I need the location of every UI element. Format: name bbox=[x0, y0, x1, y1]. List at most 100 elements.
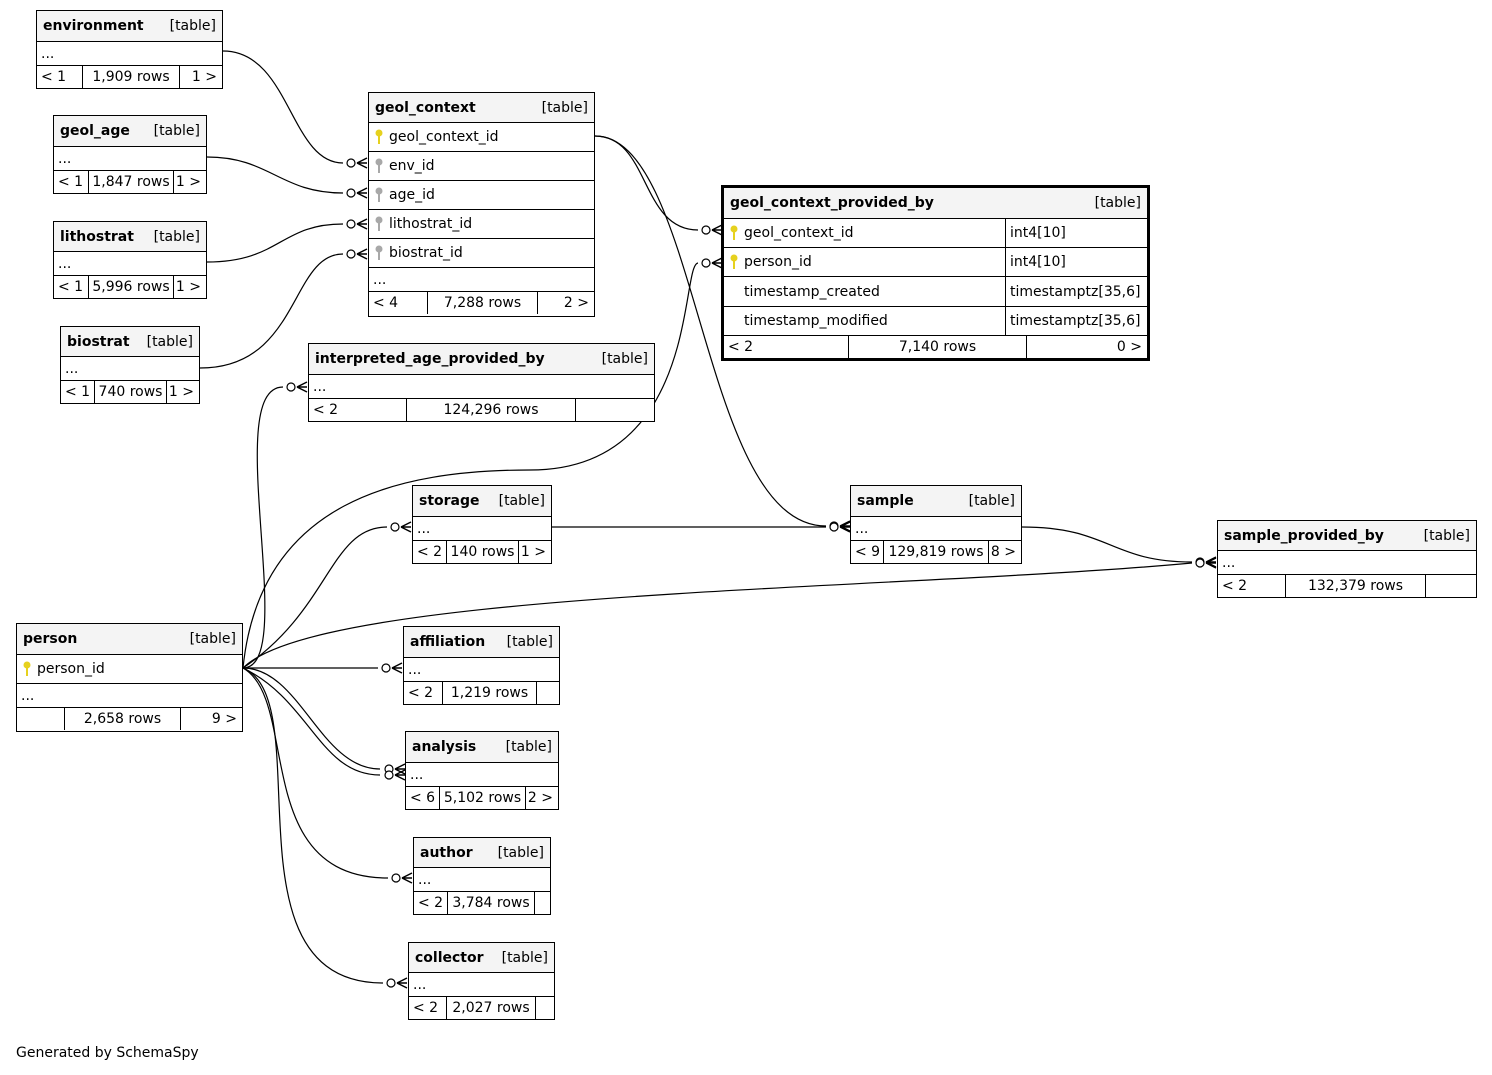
table-header: analysis [table] bbox=[406, 732, 558, 762]
crows-foot-marker bbox=[391, 662, 403, 674]
table-name: collector bbox=[415, 949, 484, 966]
columns-ellipsis: ... bbox=[61, 356, 199, 380]
crows-foot-marker bbox=[356, 218, 368, 230]
parents-count: < 1 bbox=[41, 69, 67, 85]
row-count: 124,296 rows bbox=[406, 399, 575, 421]
column-type: int4[10] bbox=[1005, 248, 1147, 276]
crows-foot-marker bbox=[296, 381, 308, 393]
row-count: 5,102 rows bbox=[439, 787, 525, 809]
optional-marker bbox=[701, 225, 711, 235]
primary-key-icon bbox=[369, 129, 389, 145]
columns-ellipsis: ... bbox=[1218, 550, 1476, 574]
columns-ellipsis: ... bbox=[54, 146, 206, 170]
optional-marker bbox=[346, 219, 356, 229]
parents-count: < 9 bbox=[855, 544, 881, 560]
crows-foot-marker bbox=[394, 769, 406, 781]
columns-ellipsis: ... bbox=[409, 972, 554, 996]
optional-marker bbox=[390, 522, 400, 532]
children-count: 1 > bbox=[173, 171, 206, 193]
table-kind: [table] bbox=[498, 493, 545, 509]
optional-marker bbox=[346, 158, 356, 168]
crows-foot-marker bbox=[356, 248, 368, 260]
crows-foot-marker bbox=[356, 157, 368, 169]
edge-storage-sample bbox=[552, 521, 851, 533]
column-person-id: person_id bbox=[17, 654, 242, 683]
table-name: geol_age bbox=[60, 123, 130, 139]
table-kind: [table] bbox=[505, 739, 552, 755]
table-header: person[table] bbox=[17, 624, 242, 654]
table-kind: [table] bbox=[541, 99, 588, 116]
table-name: analysis bbox=[412, 739, 477, 755]
table-name: lithostrat bbox=[60, 228, 134, 245]
optional-marker bbox=[381, 663, 391, 673]
children-count bbox=[575, 399, 654, 421]
row-count: 5,996 rows bbox=[88, 276, 173, 298]
parents-count: < 4 bbox=[373, 295, 399, 311]
table-interpreted-age-provided-by[interactable]: interpreted_age_provided_by[table] ... <… bbox=[308, 343, 655, 422]
edge-person-analysis-2 bbox=[242, 667, 406, 781]
table-header: interpreted_age_provided_by[table] bbox=[309, 344, 654, 374]
crows-foot-marker bbox=[394, 763, 406, 775]
crows-foot-marker bbox=[400, 521, 412, 533]
columns-ellipsis: ... bbox=[404, 657, 559, 681]
optional-marker bbox=[391, 873, 401, 883]
children-count: 1 > bbox=[518, 541, 551, 563]
parents-count: < 1 bbox=[58, 279, 84, 295]
row-count: 2,658 rows bbox=[64, 708, 180, 730]
column-biostrat-id: biostrat_id bbox=[369, 238, 594, 267]
children-count bbox=[536, 682, 559, 704]
table-header: lithostrat[table] bbox=[54, 222, 206, 251]
table-geol-context-provided-by[interactable]: geol_context_provided_by[table] geol_con… bbox=[721, 185, 1150, 361]
column-lithostrat-id: lithostrat_id bbox=[369, 209, 594, 238]
optional-marker bbox=[1195, 558, 1205, 568]
optional-marker bbox=[829, 522, 839, 532]
edge-sample-sample-provided-by bbox=[1021, 526, 1217, 568]
table-name: storage bbox=[419, 493, 480, 509]
edge-person-analysis-1 bbox=[242, 667, 406, 775]
table-header: collector[table] bbox=[409, 943, 554, 972]
primary-key-icon bbox=[17, 661, 37, 677]
children-count: 9 > bbox=[180, 708, 242, 730]
parents-count: < 2 bbox=[313, 402, 339, 418]
generated-by-label: Generated by SchemaSpy bbox=[16, 1045, 199, 1061]
optional-marker bbox=[286, 382, 296, 392]
table-name: biostrat bbox=[67, 333, 130, 350]
table-name: interpreted_age_provided_by bbox=[315, 351, 545, 367]
parents-count: < 2 bbox=[418, 895, 444, 911]
columns-ellipsis: ... bbox=[54, 251, 206, 275]
foreign-key-icon bbox=[369, 158, 389, 174]
crows-foot-marker bbox=[396, 977, 408, 989]
foreign-key-icon bbox=[369, 216, 389, 232]
table-kind: [table] bbox=[189, 631, 236, 647]
crows-foot-marker bbox=[356, 187, 368, 199]
edge-person-sample-provided-by bbox=[242, 557, 1217, 669]
column-type: timestamptz[35,6] bbox=[1005, 277, 1147, 306]
column-geol-context-id: geol_context_id bbox=[369, 122, 594, 151]
row-count: 132,379 rows bbox=[1285, 575, 1425, 597]
primary-key-icon bbox=[724, 254, 744, 270]
table-header: storage [table] bbox=[413, 486, 551, 516]
table-geol-context[interactable]: geol_context[table] geol_context_id env_… bbox=[368, 92, 595, 317]
